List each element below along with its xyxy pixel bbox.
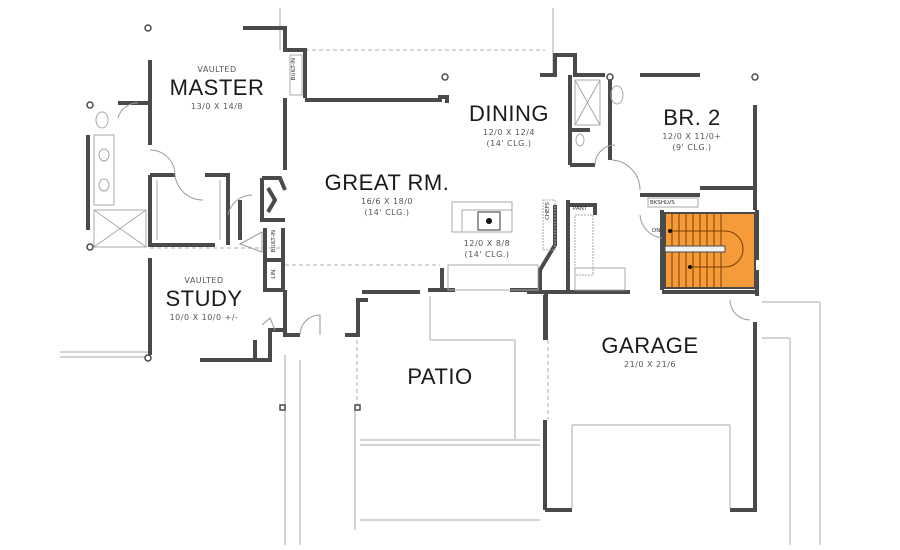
bookshelves-label: BKSHLVS (650, 200, 675, 206)
study-size: 10/0 X 10/0 +/- (169, 313, 239, 322)
fixtures (93, 54, 699, 291)
br2-name: BR. 2 (663, 105, 721, 130)
room-dining: DINING 12/0 X 12/4 (14' CLG.) (469, 101, 549, 149)
staircase (664, 212, 756, 289)
study-name: STUDY (165, 286, 243, 311)
built-in-fireplace-label: BUILT-IN (271, 230, 277, 253)
chefs-label: CHEFS (545, 202, 551, 221)
kitchen-size: 12/0 X 8/8 (463, 239, 511, 248)
study-vaulted: VAULTED (184, 276, 224, 285)
room-kitchen: 12/0 X 8/8 (14' CLG.) (464, 238, 510, 260)
great-name: GREAT RM. (324, 170, 450, 195)
room-study: VAULTED STUDY 10/0 X 10/0 +/- (165, 275, 242, 323)
room-great: GREAT RM. 16/6 X 18/0 (14' CLG.) (325, 170, 450, 218)
door-swings (117, 102, 751, 336)
walls (86, 26, 759, 512)
great-size: 16/6 X 18/0 (360, 197, 413, 206)
garage-name: GARAGE (601, 333, 699, 358)
kitchen-ceiling: (14' CLG.) (464, 250, 510, 259)
master-name: MASTER (169, 75, 265, 100)
room-br2: BR. 2 12/0 X 11/0+ (9' CLG.) (662, 105, 721, 153)
room-patio: PATIO (407, 364, 472, 390)
master-vaulted: VAULTED (197, 65, 237, 74)
stair-down-label: DN (652, 228, 661, 234)
master-size: 13/0 X 14/8 (191, 102, 243, 111)
columns (86, 24, 759, 411)
br2-size: 12/0 X 11/0+ (662, 132, 722, 141)
pantry-label: PANT (573, 206, 588, 212)
room-garage: GARAGE 21/0 X 21/6 (601, 333, 698, 370)
patio-name: PATIO (407, 364, 473, 389)
dining-size: 12/0 X 12/4 (483, 128, 535, 137)
room-master: VAULTED MASTER 13/0 X 14/8 (170, 64, 265, 112)
dining-name: DINING (469, 101, 549, 126)
garage-size: 21/0 X 21/6 (623, 360, 676, 369)
linen-label: LIN. (271, 268, 277, 279)
dining-ceiling: (14' CLG.) (486, 139, 532, 148)
site-lines (60, 8, 821, 545)
built-in-master-label: BUILT-IN (291, 58, 297, 81)
br2-ceiling: (9' CLG.) (672, 143, 712, 152)
great-ceiling: (14' CLG.) (364, 208, 410, 217)
